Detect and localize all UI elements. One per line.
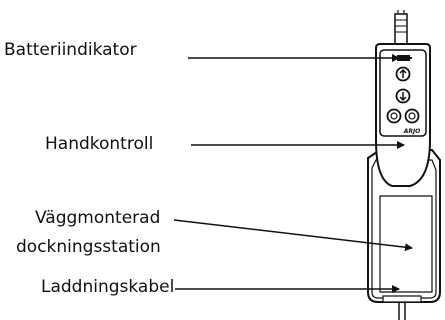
label-charging-cable: Laddningskabel [41, 277, 175, 297]
label-wall-dock-line2: dockningsstation [16, 237, 161, 257]
brand-mark: ARJO [403, 128, 421, 135]
label-hand-control: Handkontroll [45, 134, 154, 154]
battery-indicator-icon [397, 55, 410, 61]
hand-control: ARJO [375, 43, 431, 187]
label-wall-dock-line1: Väggmonterad [35, 208, 161, 228]
label-battery-indicator: Batteriindikator [4, 40, 137, 60]
top-connector [394, 10, 408, 49]
left-circle-icon [386, 108, 402, 124]
right-circle-icon [404, 108, 420, 124]
pointer-wall-dock [173, 219, 413, 252]
wall-docking-station [367, 149, 441, 303]
